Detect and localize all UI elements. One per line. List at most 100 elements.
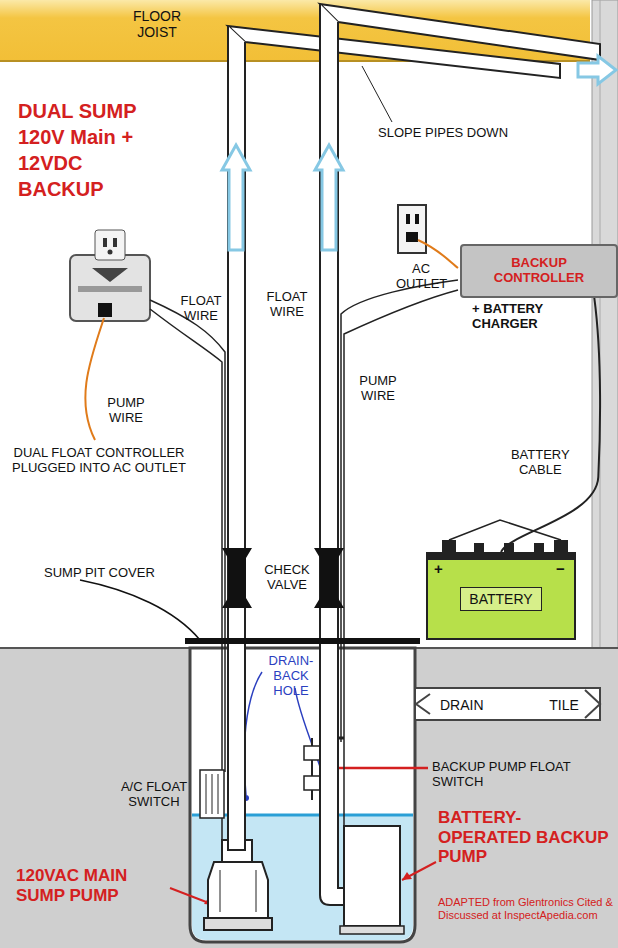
battery-terminals-part — [474, 543, 484, 552]
leader-lines-part — [328, 797, 334, 803]
part-label: SUMP PIT COVER — [44, 566, 155, 581]
backup-float-switch-part — [320, 737, 344, 740]
main-sump-pump-part — [222, 840, 252, 862]
node-text: FLOOR JOIST — [125, 8, 189, 40]
dual-float-controller-part — [78, 286, 142, 292]
main-float-switch-part — [212, 774, 213, 814]
ac-outlet-part — [406, 214, 410, 224]
backup-pump-part — [340, 926, 404, 934]
main-sump-pump-part — [220, 870, 221, 912]
leader-lines-part — [402, 872, 412, 880]
battery: BATTERY — [426, 552, 576, 640]
floor-slab-part — [415, 647, 618, 649]
floor-slab-part — [192, 815, 413, 940]
battery-terminals-part — [449, 520, 561, 540]
dual-float-controller — [70, 230, 150, 321]
floor-slab-part — [0, 648, 618, 948]
floor-joist-band: FLOOR JOIST — [0, 0, 590, 62]
leader-lines-part — [80, 580, 200, 640]
part-label: CHECK VALVE — [260, 563, 314, 593]
wire-label: FLOAT WIRE — [262, 290, 312, 320]
main-sump-pump-part — [208, 862, 268, 918]
drain-tile-pipe-part — [416, 694, 430, 714]
ac-outlet-part — [406, 232, 418, 242]
node-subtext: + BATTERY CHARGER — [472, 302, 612, 332]
part-label: A/C FLOAT SWITCH — [112, 780, 196, 810]
part-label: BACKUP PUMP FLOAT SWITCH — [432, 760, 616, 790]
floor-slab — [0, 648, 618, 948]
backup-pump — [340, 826, 404, 934]
discharge-pipes-part — [228, 26, 245, 850]
main-sump-pump — [204, 840, 272, 930]
main-float-switch-part — [206, 774, 207, 814]
backup-float-switch-part — [304, 746, 320, 760]
ac-outlet-part — [398, 205, 426, 253]
drain-tile-pipe-part — [585, 690, 600, 718]
main-float-switch — [200, 770, 224, 818]
backup-pump-part — [344, 826, 400, 926]
dual-float-controller-part — [98, 303, 112, 317]
wall-part — [592, 0, 618, 650]
wall-part — [600, 0, 601, 650]
main-sump-pump-part — [204, 918, 272, 930]
wires-part — [150, 309, 222, 845]
flow-arrows — [222, 56, 616, 250]
pump-label: 120VAC MAIN SUMP PUMP — [16, 866, 176, 905]
battery-terminals-part — [534, 543, 544, 552]
ac-outlet — [398, 205, 426, 253]
check-valves-part — [314, 548, 344, 608]
battery-terminals-part — [554, 540, 568, 552]
leader-lines-part — [85, 318, 104, 440]
diagram-title: DUAL SUMP 120V Main + 12VDC BACKUP — [18, 98, 168, 202]
wire-label: PUMP WIRE — [352, 374, 404, 404]
check-valves — [222, 548, 344, 608]
terminal-sign: − — [556, 560, 565, 577]
drain-tile-pipe — [415, 688, 600, 720]
edge-label: BATTERY CABLE — [504, 447, 576, 479]
leader-lines-part — [402, 862, 436, 880]
wires-part — [150, 300, 225, 772]
drain-tile-pipe-part — [415, 688, 600, 720]
wall — [592, 0, 618, 650]
leader-lines-part — [243, 795, 249, 801]
ac-outlet-part — [415, 214, 419, 224]
wire-label: PUMP WIRE — [100, 396, 152, 426]
device-label: DUAL FLOAT CONTROLLER PLUGGED INTO AC OU… — [6, 446, 192, 476]
dual-float-controller-part — [92, 268, 128, 282]
backup-float-switch — [304, 738, 344, 800]
pump-label: BATTERY- OPERATED BACKUP PUMP — [438, 808, 614, 867]
dual-float-controller-part — [103, 238, 107, 247]
main-float-switch-part — [200, 770, 224, 818]
note: SLOPE PIPES DOWN — [378, 126, 508, 141]
floor-slab-part — [192, 814, 413, 817]
check-valves-part — [222, 548, 252, 608]
main-sump-pump-part — [256, 870, 257, 912]
part-label: DRAIN- BACK HOLE — [262, 654, 320, 699]
dual-float-controller-part — [95, 230, 125, 260]
dual-float-controller-part — [113, 238, 117, 247]
floor-slab-part — [0, 647, 190, 649]
backup-controller: BACKUP CONTROLLER+ BATTERY CHARGER — [460, 244, 618, 298]
cable-connector — [501, 298, 600, 552]
dual-float-controller-part — [70, 255, 150, 321]
node-text: BATTERY — [460, 587, 541, 611]
flow-arrows-part — [222, 145, 250, 250]
flow-arrows-part — [315, 145, 343, 250]
leader-lines-part — [244, 672, 262, 795]
backup-float-switch-part — [304, 776, 320, 790]
dual-float-controller-part — [108, 250, 113, 255]
device-label: AC OUTLET — [396, 262, 446, 292]
leader-lines — [80, 66, 458, 905]
wires-part — [344, 290, 458, 832]
main-float-switch-part — [218, 774, 219, 814]
leader-lines-part — [338, 767, 428, 770]
node-text: BACKUP CONTROLLER — [466, 256, 612, 286]
part-label: DRAIN TILE — [440, 697, 579, 713]
wire-label: FLOAT WIRE — [176, 294, 226, 324]
leader-lines-part — [362, 66, 392, 122]
battery-terminals-part — [442, 540, 456, 552]
floor-slab-part — [190, 648, 415, 942]
discharge-pipes-part — [320, 4, 344, 905]
wires-part — [341, 280, 458, 742]
sump-pit-cover — [185, 638, 420, 644]
